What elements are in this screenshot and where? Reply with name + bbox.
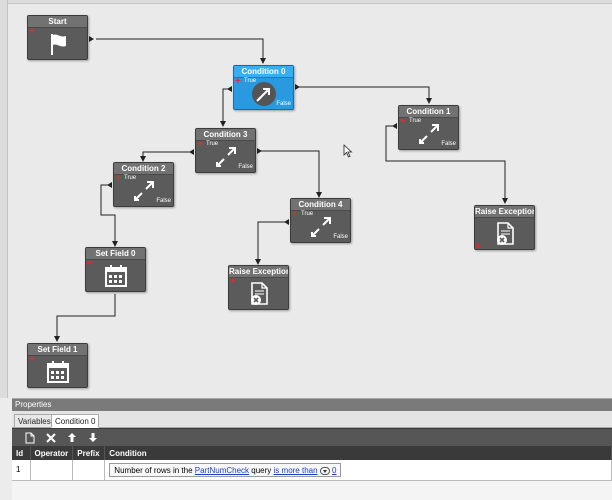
condition-mid-text: query xyxy=(251,465,272,475)
mouse-cursor-icon xyxy=(343,144,353,158)
delete-icon[interactable] xyxy=(45,432,57,444)
node-condition-2[interactable]: Condition 2 + True False xyxy=(113,162,174,207)
link-condition3-condition4 xyxy=(258,150,320,196)
false-label: False xyxy=(441,141,456,147)
error-marker-icon xyxy=(476,242,482,248)
table-header-row: Id Operator Prefix Condition xyxy=(12,446,612,460)
document-error-icon xyxy=(496,222,514,245)
tab-condition-0[interactable]: Condition 0 xyxy=(51,414,100,428)
cell-prefix[interactable] xyxy=(72,460,106,481)
true-port[interactable] xyxy=(107,182,112,188)
properties-title: Properties xyxy=(12,399,612,411)
add-icon[interactable]: + xyxy=(29,354,35,365)
arrows-icon xyxy=(418,124,439,144)
true-label: True xyxy=(244,78,257,84)
node-set-field-1[interactable]: Set Field 1 + xyxy=(27,343,88,388)
cell-operator[interactable] xyxy=(30,460,74,481)
properties-tabs: Variables Condition 0 xyxy=(12,411,612,428)
false-label: False xyxy=(333,234,348,240)
add-icon[interactable]: + xyxy=(292,209,298,220)
node-set-field-0[interactable]: Set Field 0 + xyxy=(85,247,146,292)
column-header-prefix[interactable]: Prefix xyxy=(72,446,106,460)
false-label: False xyxy=(276,101,291,107)
link-condition0-condition1 xyxy=(296,86,430,102)
add-icon[interactable]: + xyxy=(235,76,241,87)
output-port[interactable] xyxy=(89,36,94,42)
node-title: Condition 2 xyxy=(114,163,173,175)
false-port[interactable] xyxy=(295,84,300,90)
workflow-canvas[interactable]: Start + Condition 0 + True False Conditi… xyxy=(0,0,612,398)
chevron-down-icon[interactable] xyxy=(319,466,330,475)
flag-icon xyxy=(50,34,66,55)
false-label: False xyxy=(156,198,171,204)
node-start[interactable]: Start + xyxy=(27,15,88,60)
add-icon[interactable]: + xyxy=(115,173,121,184)
add-icon[interactable]: + xyxy=(29,26,35,37)
move-down-icon[interactable] xyxy=(87,432,99,444)
tab-variables[interactable]: Variables xyxy=(14,414,55,428)
link-setfield0-setfield1 xyxy=(56,294,116,340)
canvas-left-gutter xyxy=(0,0,8,398)
true-label: True xyxy=(206,141,219,147)
node-title: Condition 0 xyxy=(234,66,293,78)
link-condition3-condition2 xyxy=(142,151,193,160)
node-raise-exception-1[interactable]: Raise Exception 1 + xyxy=(228,265,289,310)
arrows-icon xyxy=(215,147,236,167)
node-condition-4[interactable]: Condition 4 + True False xyxy=(290,198,351,243)
node-condition-0[interactable]: Condition 0 + True False xyxy=(233,65,294,110)
false-label: False xyxy=(238,164,253,170)
true-port[interactable] xyxy=(227,86,232,92)
properties-panel: Properties Variables Condition 0 Id Oper… xyxy=(12,398,612,500)
link-start-condition0 xyxy=(96,38,264,62)
link-condition4-raise1 xyxy=(257,221,288,263)
column-header-operator[interactable]: Operator xyxy=(30,446,74,460)
column-header-condition[interactable]: Condition xyxy=(104,446,612,460)
add-icon[interactable]: + xyxy=(87,258,93,269)
node-title: Set Field 0 xyxy=(86,248,145,260)
node-condition-3[interactable]: Condition 3 + True False xyxy=(195,128,256,173)
new-document-icon[interactable] xyxy=(24,432,36,444)
add-icon[interactable]: + xyxy=(400,116,406,127)
properties-toolbar xyxy=(12,428,612,446)
move-up-icon[interactable] xyxy=(66,432,78,444)
node-raise-exception-0[interactable]: Raise Exception 0 xyxy=(474,205,535,250)
comparison-link[interactable]: is more than xyxy=(273,465,318,475)
cell-id: 1 xyxy=(12,460,31,481)
arrows-icon xyxy=(251,82,276,106)
true-label: True xyxy=(301,211,314,217)
add-icon[interactable]: + xyxy=(197,139,203,150)
node-title: Raise Exception 0 xyxy=(475,206,534,218)
true-port[interactable] xyxy=(284,219,289,225)
document-error-icon xyxy=(250,282,268,305)
column-header-id[interactable]: Id xyxy=(12,446,31,460)
arrows-icon xyxy=(310,217,331,237)
calendar-grid-icon xyxy=(104,265,127,287)
true-label: True xyxy=(124,175,137,181)
value-link[interactable]: 0 xyxy=(332,465,337,475)
condition-expression: Number of rows in the PartNumCheck query… xyxy=(109,462,342,477)
canvas-top-border xyxy=(0,0,612,4)
node-title: Raise Exception 1 xyxy=(229,266,288,278)
true-port[interactable] xyxy=(189,149,194,155)
link-condition0-condition3 xyxy=(222,88,231,125)
arrows-icon xyxy=(133,181,154,201)
false-port[interactable] xyxy=(257,148,262,154)
true-label: True xyxy=(409,118,422,124)
node-title: Start xyxy=(28,16,87,28)
calendar-grid-icon xyxy=(46,361,69,383)
add-icon[interactable]: + xyxy=(230,276,236,287)
node-title: Set Field 1 xyxy=(28,344,87,356)
node-condition-1[interactable]: Condition 1 + True False xyxy=(398,105,459,150)
node-title: Condition 1 xyxy=(399,106,458,118)
cell-condition: Number of rows in the PartNumCheck query… xyxy=(104,460,612,481)
table-row[interactable]: 1 Number of rows in the PartNumCheck que… xyxy=(12,460,612,481)
node-title: Condition 3 xyxy=(196,129,255,141)
node-title: Condition 4 xyxy=(291,199,350,211)
true-port[interactable] xyxy=(392,123,397,129)
query-name-link[interactable]: PartNumCheck xyxy=(194,465,250,475)
condition-prefix-text: Number of rows in the xyxy=(114,465,193,475)
condition-table: Id Operator Prefix Condition 1 Number of… xyxy=(12,446,612,481)
